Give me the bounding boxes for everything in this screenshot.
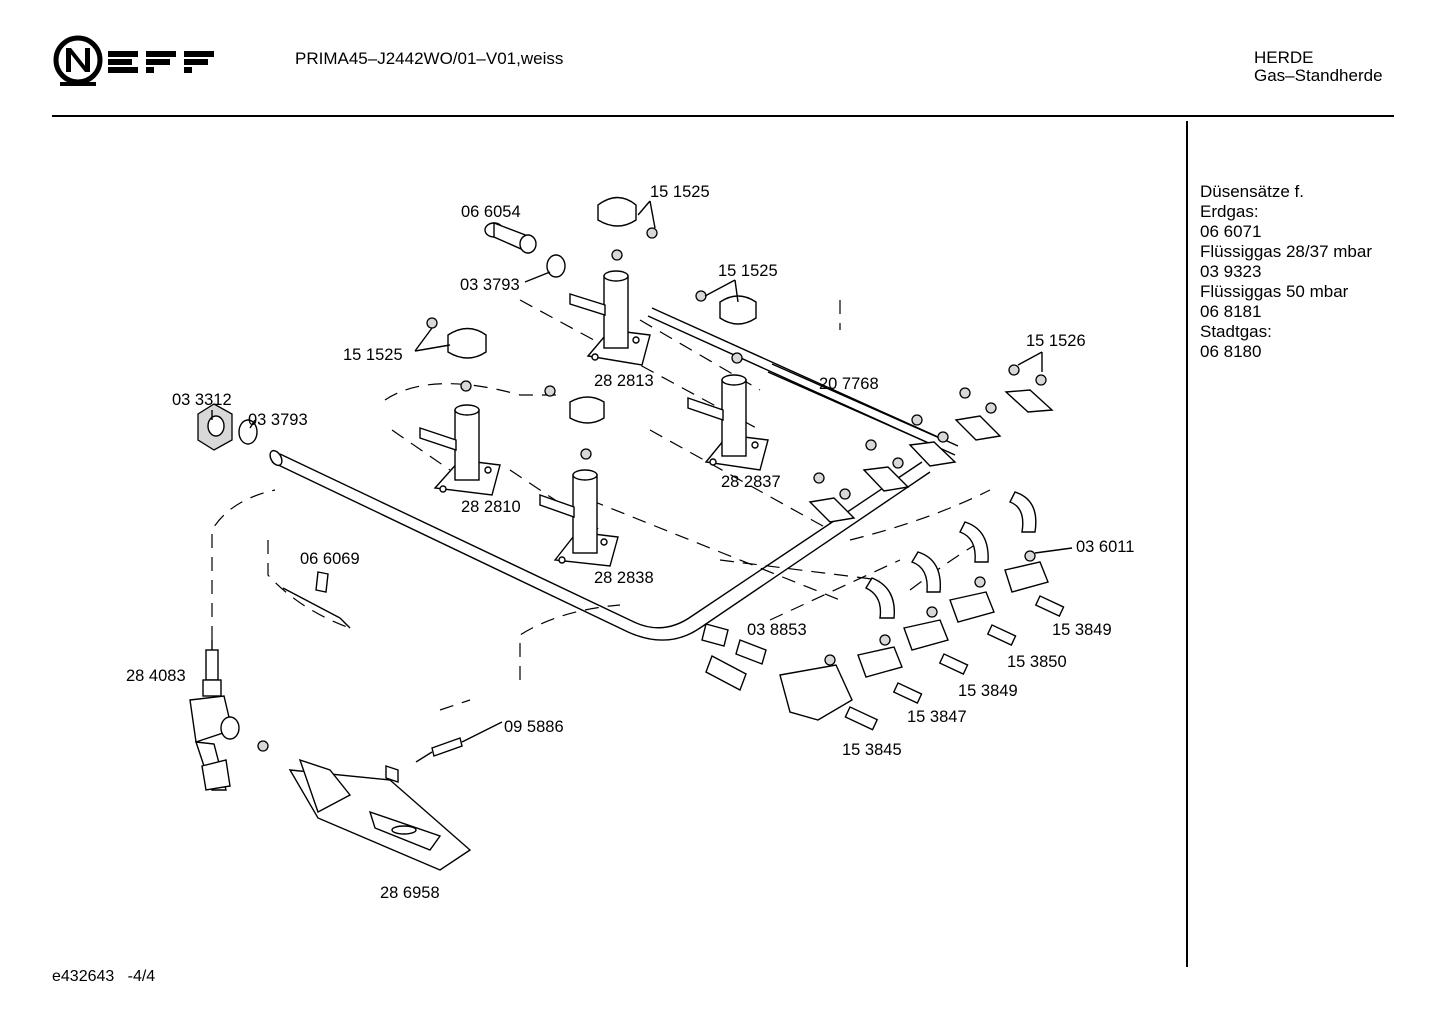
hose-elbows bbox=[865, 491, 1037, 619]
part-label: 28 2810 bbox=[461, 498, 521, 516]
burner-tap-28-2837 bbox=[687, 374, 769, 471]
part-label: 03 8853 bbox=[747, 621, 807, 639]
model-title: PRIMA45–J2442WO/01–V01,weiss bbox=[295, 49, 564, 68]
gas-manifold-pipe bbox=[269, 449, 931, 641]
part-label: 09 5886 bbox=[504, 718, 564, 736]
document-code: e432643 -4/4 bbox=[52, 968, 156, 985]
part-label: 15 3849 bbox=[958, 682, 1018, 700]
part-label: 03 6011 bbox=[1076, 538, 1134, 556]
nozzle-note-line: 06 8181 bbox=[1200, 302, 1262, 321]
part-label: 15 1525 bbox=[343, 346, 403, 364]
oven-thermostat-28-4083 bbox=[189, 649, 240, 791]
nozzle-note-line: 03 9323 bbox=[1200, 262, 1262, 281]
neff-logo bbox=[50, 34, 220, 95]
nozzle-note-line: Flüssiggas 28/37 mbar bbox=[1200, 242, 1372, 261]
burner-tap-28-2810 bbox=[419, 404, 501, 496]
part-label: 28 2837 bbox=[721, 473, 781, 491]
nozzle-note-line: Erdgas: bbox=[1200, 202, 1259, 221]
thermocouple-06-6069 bbox=[282, 571, 351, 629]
part-label: 28 6958 bbox=[380, 884, 440, 902]
part-label: 03 3793 bbox=[248, 411, 308, 429]
oven-burner-28-6958 bbox=[288, 758, 472, 871]
injector-03-8853 bbox=[701, 623, 767, 691]
part-label: 15 1526 bbox=[1026, 332, 1086, 350]
part-label: 15 1525 bbox=[718, 262, 778, 280]
category-label: HERDE bbox=[1254, 48, 1314, 67]
nozzle-set-notes: Düsensätze f. Erdgas: 06 6071 Flüssiggas… bbox=[1200, 182, 1372, 362]
part-label: 15 1525 bbox=[650, 183, 710, 201]
nozzle-note-line: Düsensätze f. bbox=[1200, 182, 1304, 201]
ignition-electrode-09-5886 bbox=[415, 737, 463, 763]
part-label: 06 6069 bbox=[300, 550, 360, 568]
part-label: 28 4083 bbox=[126, 667, 186, 685]
dashed-connections bbox=[211, 299, 991, 711]
nozzle-note-line: Stadtgas: bbox=[1200, 322, 1272, 341]
part-label: 28 2813 bbox=[594, 372, 654, 390]
part-label: 15 3849 bbox=[1052, 621, 1112, 639]
nozzle-06-6054 bbox=[484, 221, 537, 254]
gas-valves bbox=[779, 550, 1065, 731]
nozzle-note-line: 06 8180 bbox=[1200, 342, 1262, 361]
burner-tap-28-2838 bbox=[539, 469, 619, 567]
union-nut-03-3312 bbox=[197, 403, 233, 451]
part-label: 06 6054 bbox=[461, 203, 521, 221]
hose-clamps bbox=[447, 196, 757, 424]
part-label: 15 3850 bbox=[1007, 653, 1067, 671]
nozzle-note-line: Flüssiggas 50 mbar bbox=[1200, 282, 1349, 301]
part-label: 28 2838 bbox=[594, 569, 654, 587]
part-label: 15 3845 bbox=[842, 741, 902, 759]
gas-rail bbox=[647, 307, 959, 456]
part-label: 15 3847 bbox=[907, 708, 967, 726]
part-label: 03 3312 bbox=[172, 391, 232, 409]
pipe-brackets bbox=[808, 389, 1054, 523]
subcategory-label: Gas–Standherde bbox=[1254, 66, 1383, 85]
part-label: 03 3793 bbox=[460, 276, 520, 294]
leader-lines bbox=[211, 200, 1073, 743]
sidebar-divider bbox=[1186, 121, 1188, 967]
burner-tap-28-2813 bbox=[569, 270, 651, 366]
part-label: 20 7768 bbox=[819, 375, 879, 393]
seal-ring bbox=[238, 419, 258, 445]
header-divider bbox=[52, 115, 1394, 117]
nozzle-note-line: 06 6071 bbox=[1200, 222, 1262, 241]
seal-ring bbox=[546, 254, 566, 278]
exploded-parts-diagram: 15 1525 06 6054 03 3793 15 1525 15 1525 … bbox=[126, 183, 1134, 902]
